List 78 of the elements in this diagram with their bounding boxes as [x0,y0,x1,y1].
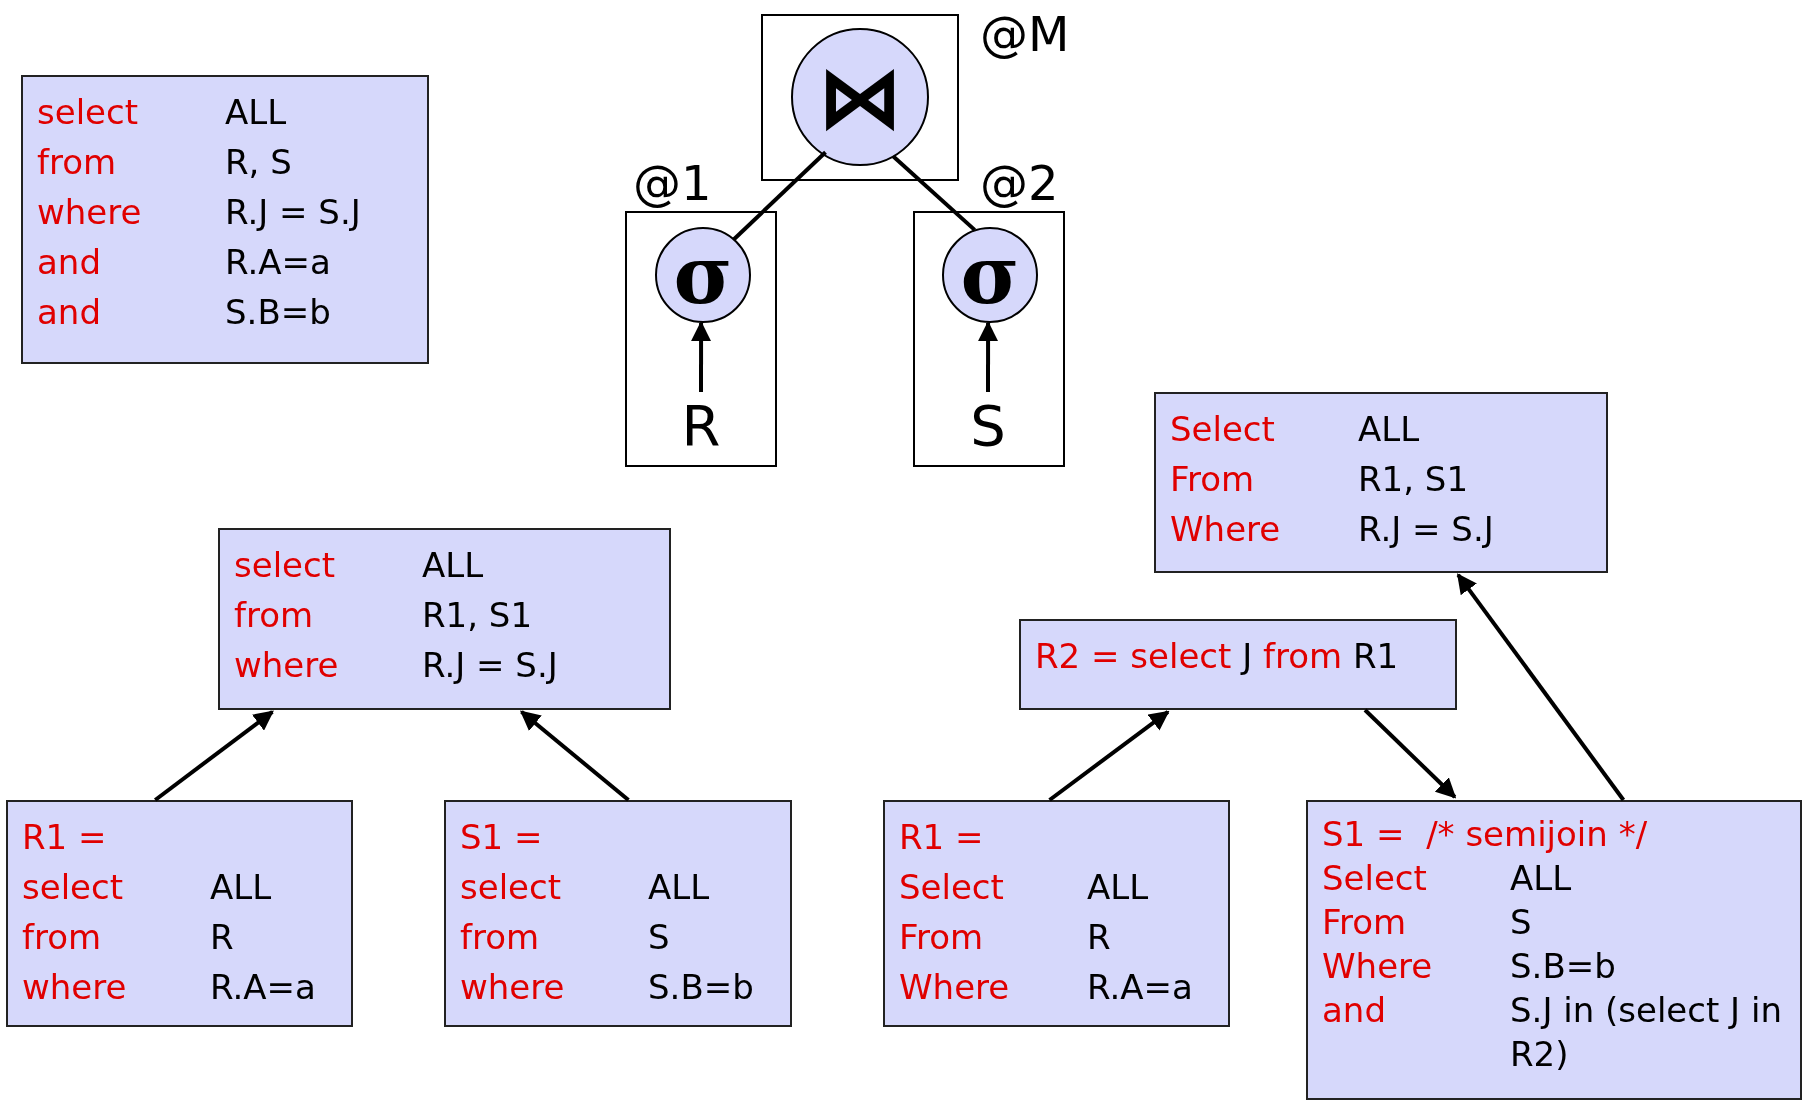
value-text: R [1087,916,1112,959]
keyword-text: Where [1322,945,1434,988]
value-text: R, S [225,141,293,184]
value-text: ALL [648,866,711,909]
arrow [519,710,630,802]
value-text: S [648,916,671,959]
keyword-text: select [460,866,563,909]
connector-line [891,154,976,232]
value-text: R.J = S.J [1358,508,1495,551]
value-text: ALL [210,866,273,909]
keyword-text: where [37,191,143,234]
keyword-text: From [1170,458,1256,501]
value-text: R1, S1 [422,594,534,637]
value-text: S.B=b [225,291,332,334]
keyword-text: from [234,594,315,637]
arrow [691,321,712,392]
keyword-text: S1 = [460,816,544,859]
value-text: R [210,916,235,959]
value-text: ALL [1510,857,1573,900]
query-text: R2 = select J from R1 [1035,635,1400,678]
keyword-text: and [37,241,102,284]
arrow [1363,708,1457,799]
site-label: @2 [980,159,1059,207]
connector-line [732,150,827,241]
value-text: S.B=b [1510,945,1617,988]
query-box [218,528,671,710]
arrow [1048,710,1170,802]
value-text: ALL [422,544,485,587]
keyword-text: R1 = [899,816,985,859]
keyword-text: select [234,544,337,587]
site-label: @M [980,10,1070,58]
keyword-text: and [37,291,102,334]
keyword-text: select [37,91,140,134]
keyword-text: where [460,966,566,1009]
keyword-text: From [1322,901,1408,944]
keyword-text: R1 = [22,816,108,859]
operator-symbol: σ [673,235,733,315]
value-text: R.J = S.J [225,191,362,234]
keyword-text: Select [899,866,1005,909]
relation-label: R [681,398,721,454]
keyword-text: and [1322,989,1387,1032]
keyword-text: Select [1170,408,1276,451]
value-text: S.B=b [648,966,755,1009]
value-text: R1, S1 [1358,458,1470,501]
value-text: ALL [225,91,288,134]
keyword-text: where [234,644,340,687]
keyword-text: S1 = /* semijoin */ [1322,813,1649,856]
keyword-text: Where [1170,508,1282,551]
query-box [6,800,353,1027]
site-label: @1 [633,159,712,207]
arrow [154,710,274,802]
query-box [1154,392,1608,573]
value-text: R.A=a [1087,966,1194,1009]
arrow [1456,573,1626,802]
value-text: S.J in (select J in R2) [1510,989,1783,1076]
arrow [978,321,999,392]
query-box [1306,800,1802,1100]
keyword-text: select [22,866,125,909]
keyword-text: From [899,916,985,959]
value-text: ALL [1087,866,1150,909]
value-text: R.A=a [210,966,317,1009]
operator-symbol: σ [960,235,1020,315]
relation-label: S [970,398,1006,454]
keyword-text: Select [1322,857,1428,900]
keyword-text: from [37,141,118,184]
keyword-text: where [22,966,128,1009]
keyword-text: from [460,916,541,959]
value-text: R.A=a [225,241,332,284]
operator-symbol: ⋈ [817,54,903,140]
query-box [444,800,792,1027]
query-box [21,75,429,364]
keyword-text: from [22,916,103,959]
value-text: ALL [1358,408,1421,451]
value-text: R.J = S.J [422,644,559,687]
keyword-text: Where [899,966,1011,1009]
query-box [1019,619,1457,710]
value-text: S [1510,901,1533,944]
query-box [883,800,1230,1027]
